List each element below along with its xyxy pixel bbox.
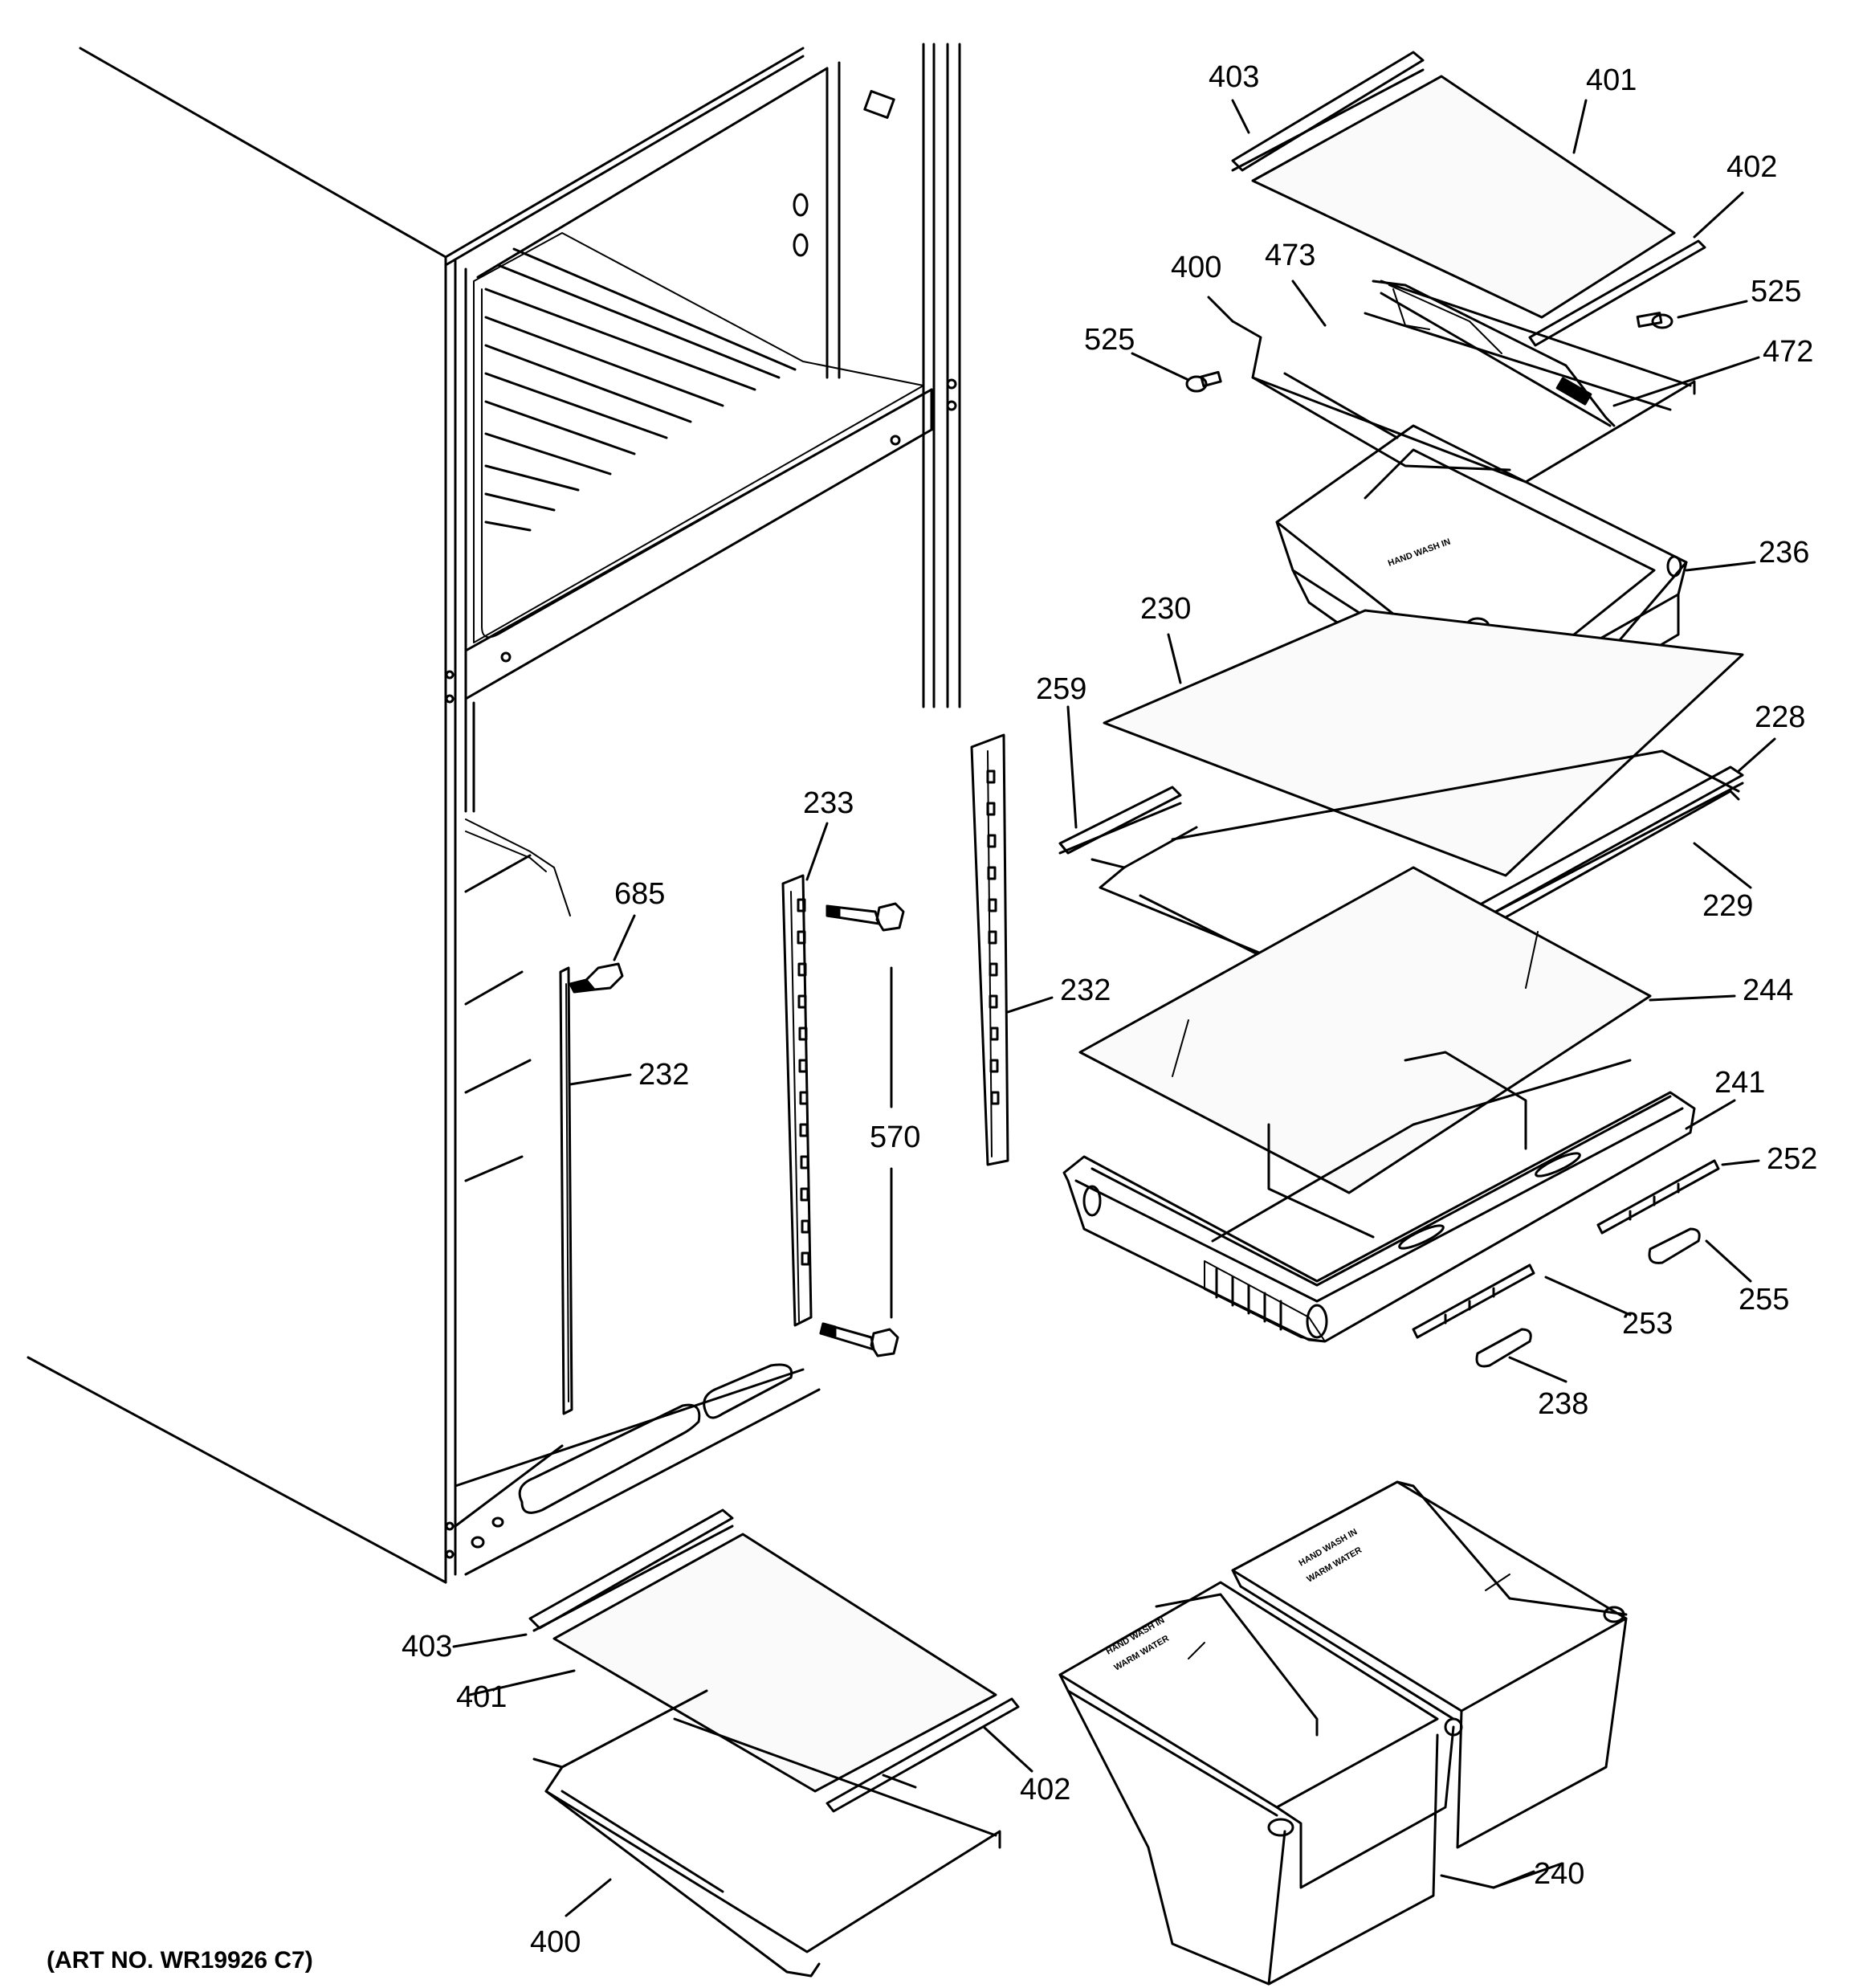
mounting-screw-upper: [826, 902, 905, 932]
control-knob-left: [1475, 1328, 1532, 1368]
crisper-pan-frame: [1062, 1051, 1696, 1343]
callout-472: 472: [1763, 335, 1813, 369]
rail-right-232: [970, 733, 1009, 1166]
callout-253: 253: [1622, 1307, 1673, 1341]
callout-401-bottom: 401: [456, 1680, 507, 1714]
callout-685: 685: [614, 877, 665, 911]
shelf-frame-top: [1231, 320, 1696, 484]
glass-shelf-top: [1251, 75, 1676, 319]
art-number: (ART NO. WR19926 C7): [47, 1947, 313, 1974]
callout-570: 570: [870, 1121, 920, 1154]
crisper-small-parts: [1412, 1159, 1720, 1368]
lower-glass-shelf-assembly: [528, 1508, 1020, 1978]
upper-glass-shelf-assembly: [1185, 51, 1706, 484]
control-slide-left: [1412, 1263, 1535, 1339]
crisper-drawers: HAND WASH IN WARM WATER HAND WASH IN WAR…: [1058, 1480, 1628, 1986]
crisper-cover-shelf: [1058, 609, 1744, 1194]
callout-244: 244: [1743, 974, 1793, 1007]
callout-403-bottom: 403: [402, 1630, 452, 1663]
callout-232-right: 232: [1060, 974, 1111, 1007]
mounting-screw-lower: [819, 1322, 899, 1357]
leader-lines: [452, 99, 1776, 1917]
callout-402-top: 402: [1726, 150, 1777, 184]
callout-400-top: 400: [1171, 251, 1221, 284]
callout-403-top: 403: [1209, 60, 1259, 94]
shelf-support-rails: [559, 733, 1009, 1415]
rail-left-232: [559, 966, 573, 1415]
glass-shelf-crisper: [1103, 609, 1744, 877]
callout-labels: 403 401 402 400 473 525 525 472 236 230 …: [47, 60, 1817, 1974]
callout-259: 259: [1036, 672, 1086, 706]
shelf-frame-bottom: [532, 1757, 1001, 1953]
callout-252: 252: [1767, 1142, 1817, 1176]
shelf-slide-rail: [1372, 280, 1616, 427]
callout-229: 229: [1702, 889, 1753, 923]
cabinet-liner: [26, 43, 961, 1584]
callout-240: 240: [1534, 1857, 1584, 1891]
control-slide-right: [1596, 1159, 1720, 1235]
crisper-drawer-right: [1231, 1480, 1628, 1712]
shelf-trim-side-bottom: [826, 1697, 1020, 1813]
callout-232-left: 232: [638, 1058, 689, 1092]
callout-228: 228: [1755, 700, 1805, 734]
glass-shelf-bottom: [552, 1533, 997, 1793]
callout-473: 473: [1265, 239, 1315, 272]
callout-401-top: 401: [1586, 63, 1637, 97]
screw-685: [569, 962, 624, 994]
callout-525-left: 525: [1084, 323, 1135, 357]
callout-238: 238: [1538, 1387, 1588, 1421]
callout-525-right: 525: [1751, 275, 1801, 308]
shelf-trim-front-bottom: [528, 1508, 734, 1630]
screw-left: [1185, 370, 1222, 393]
shelf-trim-side-top: [1528, 239, 1706, 347]
rail-center-233: [781, 874, 813, 1327]
callout-236: 236: [1759, 536, 1809, 569]
callout-402-bottom: 402: [1020, 1773, 1070, 1806]
callout-400-bottom: 400: [530, 1925, 581, 1959]
callout-241: 241: [1714, 1066, 1765, 1100]
callout-255: 255: [1739, 1283, 1789, 1316]
control-knob-right: [1648, 1227, 1701, 1264]
callout-230: 230: [1140, 592, 1191, 626]
crisper-drawer-left: [1058, 1581, 1439, 1809]
callout-233: 233: [803, 786, 854, 820]
deli-printed-text: HAND WASH IN: [1387, 537, 1452, 569]
screw-right: [1636, 312, 1673, 329]
crisper-glass-cover: [1078, 866, 1652, 1194]
shelf-trim-left: [1058, 786, 1182, 855]
